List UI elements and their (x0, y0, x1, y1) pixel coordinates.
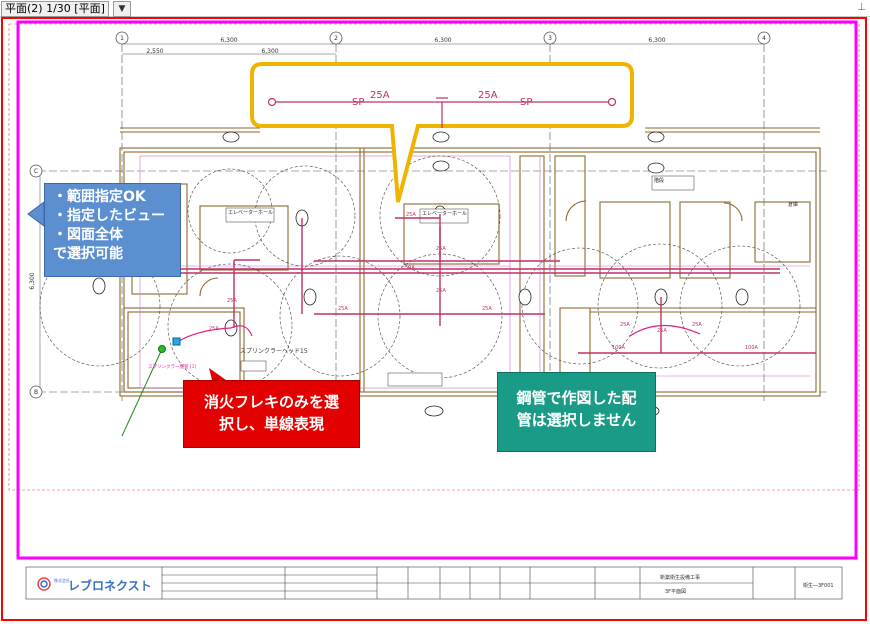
pipe-size-right-2: 25A (692, 322, 702, 328)
grid-bubble-3 (543, 31, 557, 45)
callout-flex-only: 消火フレキのみを選 択し、単線表現 (183, 380, 360, 448)
building-walls (119, 127, 821, 397)
zoom-size-left: 25A (370, 90, 390, 101)
grid-bubble-1 (115, 31, 129, 45)
callout-steel-not-selected: 鋼管で作図した配 管は選択しません (497, 372, 656, 452)
pipe-size-flex-2: 25A (657, 328, 667, 334)
axis-label-3: 3 (548, 35, 552, 42)
pipe-size-main-2: 25A (338, 306, 348, 312)
view-tab[interactable]: 平面(2) 1/30 [平面] (1, 1, 109, 17)
grid-bubble-2 (329, 31, 343, 45)
sprinkler-head-node (158, 345, 166, 353)
pipe-size-main-1: 50A (405, 265, 415, 271)
red-callout-tip (209, 368, 226, 380)
axis-label-b: B (34, 389, 38, 396)
selection-rectangle (16, 20, 858, 560)
zoom-sp-left: SP (352, 97, 364, 108)
cad-drawing-canvas[interactable]: 1 2 3 4 C B 6,300 6,300 6,300 2,550 6,30… (0, 16, 870, 624)
callout-teal-line-1: 鋼管で作図した配 (516, 389, 637, 407)
callout-blue-line-4: で選択可能 (53, 246, 123, 262)
room-label-4: 倉庫 (788, 201, 798, 208)
callout-range-select: ・範囲指定OK ・指定したビュー ・図面全体 で選択可能 (44, 183, 181, 277)
room-label-2: エレベーターホール (422, 210, 467, 217)
blue-callout-tail (27, 201, 45, 227)
zoom-sp-right: SP (520, 97, 532, 108)
sprinkler-pipes (140, 214, 816, 354)
pin-icon[interactable]: ⊥ (857, 2, 866, 13)
callout-red-line-2: 択し、単線表現 (218, 415, 324, 433)
axis-label-2: 2 (334, 35, 338, 42)
dim-4: 2,550 (146, 48, 163, 55)
dim-3: 6,300 (648, 37, 665, 44)
room-label-1: エレベーターホール (228, 209, 273, 216)
zoom-sprinkler-left (267, 97, 277, 107)
zoom-pipe (272, 97, 612, 128)
logo-text: レブロネクスト (68, 578, 152, 593)
callout-teal-line-2: 管は選択しません (516, 411, 637, 429)
dim-2: 6,300 (434, 37, 451, 44)
sprinkler-head-leader (121, 348, 163, 437)
view-tab-bar: 平面(2) 1/30 [平面] ▼ ⊥ (0, 0, 870, 17)
paper-frame (1, 17, 867, 621)
company-logo-icon (37, 577, 51, 591)
pipe-size-flex-1: 25A (209, 326, 219, 332)
chevron-down-icon[interactable]: ▼ (113, 1, 131, 17)
axis-label-4: 4 (762, 35, 766, 42)
title-project: 新築衛生設備工事 (660, 574, 700, 581)
grid-bubble-4 (757, 31, 771, 45)
logo-sub: 株式会社 (54, 577, 70, 583)
zoom-sprinkler-right (607, 97, 617, 107)
title-number: 衛生―3F001 (803, 582, 834, 589)
title-block (25, 566, 843, 600)
pipe-size-center-2: 25A (436, 246, 446, 252)
pipe-size-steel-2: 100A (745, 345, 759, 351)
pipe-size-right-1: 25A (620, 322, 630, 328)
flex-pipe (175, 324, 701, 344)
callout-blue-line-3: ・図面全体 (53, 227, 123, 243)
axis-label-c: C (34, 168, 38, 175)
title-drawing: 3F平面図 (665, 589, 686, 595)
axis-label-1: 1 (120, 35, 124, 42)
callout-blue-line-1: ・範囲指定OK (53, 189, 146, 205)
room-tags (225, 175, 695, 387)
dim-1: 6,300 (220, 37, 237, 44)
pipe-size-drop-1: 25A (227, 298, 237, 304)
sprinkler-head-label: スプリンクラーヘッド15 (240, 348, 308, 355)
flex-connection-node (172, 337, 181, 346)
zoom-callout (250, 62, 634, 203)
sprinkler-note-label: スプリンクラー配管 [1] (148, 363, 197, 370)
dim-6: 6,300 (29, 272, 36, 289)
pipe-size-steel-1: 100A (612, 345, 626, 351)
grid-bubble-c (29, 164, 43, 178)
pipe-size-drop-2: 25A (436, 288, 446, 294)
dim-5: 6,300 (261, 48, 278, 55)
pipe-size-center-1: 25A (406, 212, 416, 218)
callout-red-line-1: 消火フレキのみを選 (203, 393, 339, 411)
callout-blue-line-2: ・指定したビュー (53, 208, 165, 224)
sheet-border (8, 23, 860, 491)
room-label-3: 階段 (654, 177, 664, 184)
zoom-size-right: 25A (478, 90, 498, 101)
pipe-size-main-3: 25A (482, 306, 492, 312)
grid-bubble-b (29, 385, 43, 399)
